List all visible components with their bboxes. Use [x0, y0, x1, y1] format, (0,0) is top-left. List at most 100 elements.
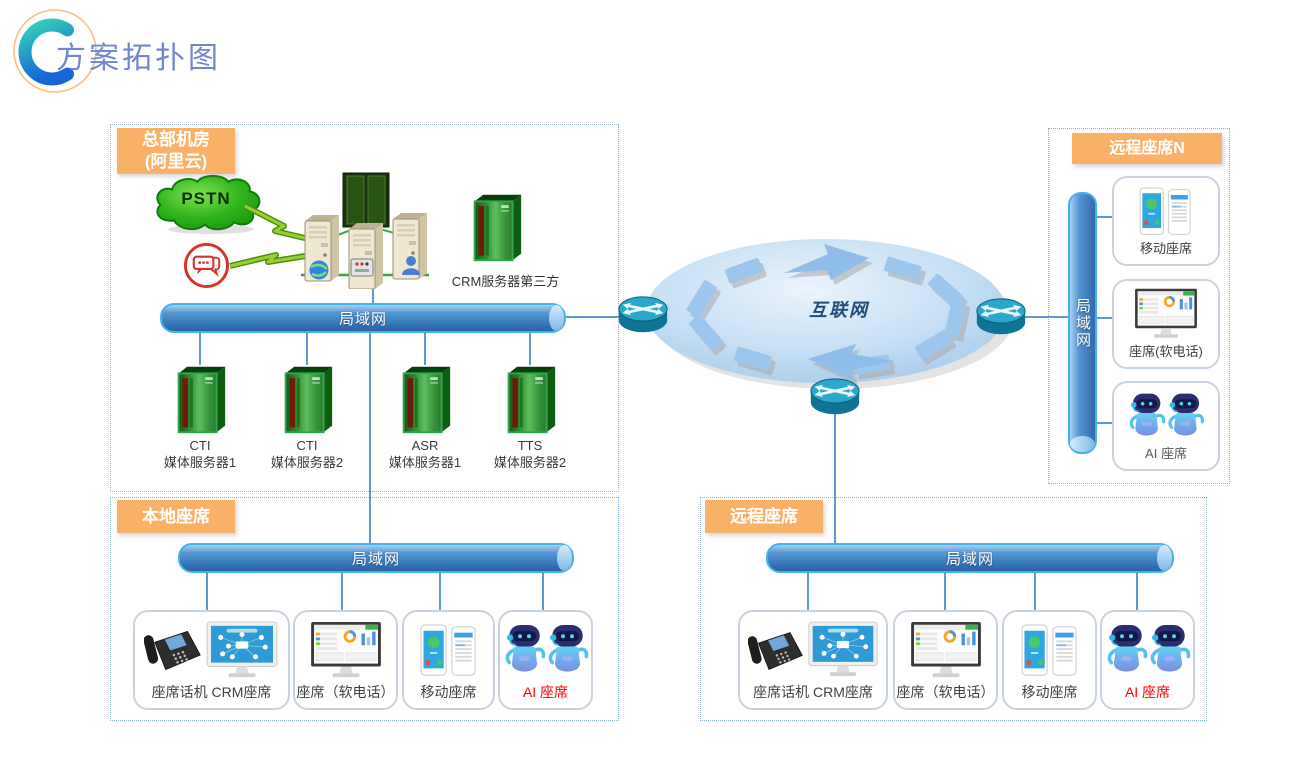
- media-server-2-label: CTI 媒体服务器2: [252, 437, 362, 471]
- remote-device-mobile: 移动座席: [1002, 610, 1097, 710]
- local-device-mobile: 移动座席: [402, 610, 495, 710]
- remote-agents-n-section-box: [1048, 128, 1230, 484]
- remote-agents-section-label: 远程座席: [705, 500, 823, 533]
- media-server-4-label: TTS 媒体服务器2: [475, 437, 585, 471]
- local-device-phone-crm: 座席话机 CRM座席: [133, 610, 290, 710]
- internet-cloud: [646, 239, 1013, 389]
- ai-robots-icon: [1127, 392, 1205, 442]
- softphone-monitor-icon: [909, 620, 983, 682]
- server-name: TTS: [517, 438, 543, 453]
- link-local-lan-to-device1: [206, 568, 208, 611]
- media-server-2-icon: [278, 364, 335, 434]
- media-server-3-label: ASR 媒体服务器1: [370, 437, 480, 471]
- link-remote-lan-to-device4: [1136, 568, 1138, 611]
- device-icons: [503, 617, 589, 684]
- device-label: 移动座席: [1139, 241, 1192, 256]
- device-label: 座席（软电话）: [296, 684, 395, 700]
- device-label: 移动座席: [1021, 684, 1078, 700]
- remote-device-ai: AI 座席: [1100, 610, 1195, 710]
- crm-monitor-icon: [205, 620, 279, 682]
- server-sub: 媒体服务器1: [163, 455, 237, 470]
- local-agents-section-box: [110, 497, 619, 721]
- device-label: 座席话机 CRM座席: [151, 684, 272, 700]
- device-icons: [1133, 286, 1199, 343]
- server-name: ASR: [411, 438, 439, 453]
- softphone-monitor-icon: [309, 620, 383, 682]
- crm-server-label: CRM服务器第三方: [451, 274, 560, 289]
- local-lan-bar: 局域网: [178, 543, 574, 573]
- device-icons: [144, 617, 279, 684]
- remote-n-lan-bar-cap: [1070, 436, 1095, 452]
- desk-phone-icon: [144, 624, 202, 677]
- server-name: CTI: [296, 438, 318, 453]
- link-hq-lan-to-server3: [424, 329, 426, 365]
- local-agents-label-text: 本地座席: [142, 506, 210, 526]
- local-device-softphone: 座席（软电话）: [293, 610, 398, 710]
- local-lan-bar-cap: [557, 545, 572, 571]
- desk-phone-icon: [748, 625, 804, 677]
- mobile-phones-icon: [1138, 187, 1194, 237]
- logo-ring-icon: [13, 9, 97, 93]
- remote-n-device-softphone: 座席(软电话): [1112, 279, 1220, 369]
- link-hq-lan-to-server1: [199, 329, 201, 365]
- device-label: 座席话机 CRM座席: [753, 684, 873, 700]
- hq-server-cluster-icon: [299, 171, 431, 289]
- device-label: 座席(软电话): [1129, 344, 1203, 359]
- server-sub: 媒体服务器2: [270, 455, 344, 470]
- remote-n-lan-bar: 局域网: [1068, 192, 1097, 454]
- remote-n-device-mobile: 移动座席: [1112, 176, 1220, 266]
- device-icons: [1020, 617, 1080, 684]
- hq-lan-label: 局域网: [338, 310, 387, 328]
- link-hq-lan-to-server2: [306, 329, 308, 365]
- device-label: 移动座席: [420, 684, 477, 700]
- link-right-router-to-remote-n-lan: [1022, 316, 1070, 318]
- device-icons: [1105, 617, 1191, 684]
- page-title: 方案拓扑图: [56, 42, 221, 75]
- crm-server-icon: [467, 192, 524, 262]
- bottom-router-icon: [809, 375, 861, 418]
- device-label: AI 座席: [1145, 446, 1187, 461]
- media-server-4-icon: [501, 364, 558, 434]
- mobile-phones-icon: [1020, 624, 1080, 678]
- media-server-1-label: CTI 媒体服务器1: [145, 437, 255, 471]
- device-label: AI 座席: [522, 684, 569, 700]
- link-hq-lan-to-local-lan: [369, 329, 371, 544]
- link-cluster-to-hq-lan: [372, 286, 374, 304]
- local-device-ai: AI 座席: [498, 610, 593, 710]
- link-local-lan-to-device2: [341, 568, 343, 611]
- left-router-icon: [617, 293, 669, 336]
- remote-agents-n-section-label: 远程座席N: [1072, 133, 1222, 164]
- link-remote-n-lan-to-mobile: [1092, 216, 1114, 218]
- remote-agents-section-box: [700, 497, 1207, 721]
- remote-lan-bar-cap: [1157, 545, 1172, 571]
- device-icons: [909, 617, 983, 684]
- local-lan-label: 局域网: [351, 550, 400, 568]
- crm-monitor-icon: [807, 620, 879, 681]
- softphone-monitor-icon: [1133, 287, 1199, 342]
- media-server-1-icon: [171, 364, 228, 434]
- device-icons: [309, 617, 383, 684]
- link-remote-lan-to-device1: [807, 568, 809, 611]
- remote-device-softphone: 座席（软电话）: [893, 610, 998, 710]
- remote-agents-label-text: 远程座席: [730, 506, 798, 526]
- server-sub: 媒体服务器1: [388, 455, 462, 470]
- device-label: AI 座席: [1124, 684, 1171, 700]
- mobile-phones-icon: [419, 624, 479, 678]
- link-local-lan-to-device4: [542, 568, 544, 611]
- internet-label: 互联网: [809, 300, 869, 320]
- device-icons: [1138, 183, 1194, 240]
- hq-section-label: 总部机房 (阿里云): [117, 128, 235, 174]
- local-agents-section-label: 本地座席: [117, 500, 235, 533]
- server-sub: 媒体服务器2: [493, 455, 567, 470]
- hq-label-line2: (阿里云): [144, 152, 208, 171]
- ai-robots-icon: [503, 623, 589, 679]
- device-icons: [1127, 388, 1205, 445]
- device-icons: [748, 617, 879, 684]
- remote-n-device-ai: AI 座席: [1112, 381, 1220, 471]
- link-remote-n-lan-to-softphone: [1092, 317, 1114, 319]
- remote-agents-n-label-text: 远程座席N: [1109, 139, 1185, 157]
- device-icons: [419, 617, 479, 684]
- link-remote-lan-to-device2: [944, 568, 946, 611]
- link-remote-n-lan-to-ai: [1092, 422, 1114, 424]
- link-remote-lan-to-device3: [1034, 568, 1036, 611]
